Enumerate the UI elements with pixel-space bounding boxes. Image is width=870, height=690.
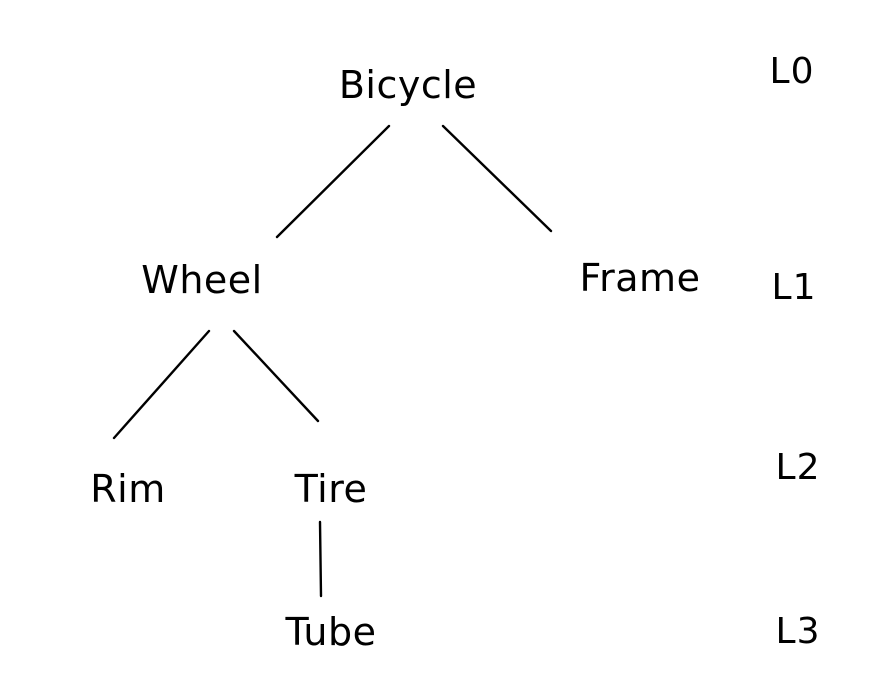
tree-node-rim[interactable]: Rim [90,467,166,511]
tree-node-bicycle[interactable]: Bicycle [338,63,478,107]
tree-node-tube[interactable]: Tube [285,610,377,654]
tree-edge-wheel-to-rim [112,329,211,440]
level-label-l2: L2 [775,447,821,488]
tree-node-wheel[interactable]: Wheel [141,258,263,302]
level-label-l3: L3 [775,611,821,652]
tree-edge-wheel-to-tire [232,329,320,423]
tree-edge-bicycle-to-wheel [275,124,391,239]
level-label-l0: L0 [769,51,815,92]
tree-edge-tire-to-tube [318,520,323,598]
level-label-l1: L1 [771,267,817,308]
tree-node-frame[interactable]: Frame [579,256,701,300]
tree-node-tire[interactable]: Tire [294,467,368,511]
tree-edge-bicycle-to-frame [441,124,553,233]
